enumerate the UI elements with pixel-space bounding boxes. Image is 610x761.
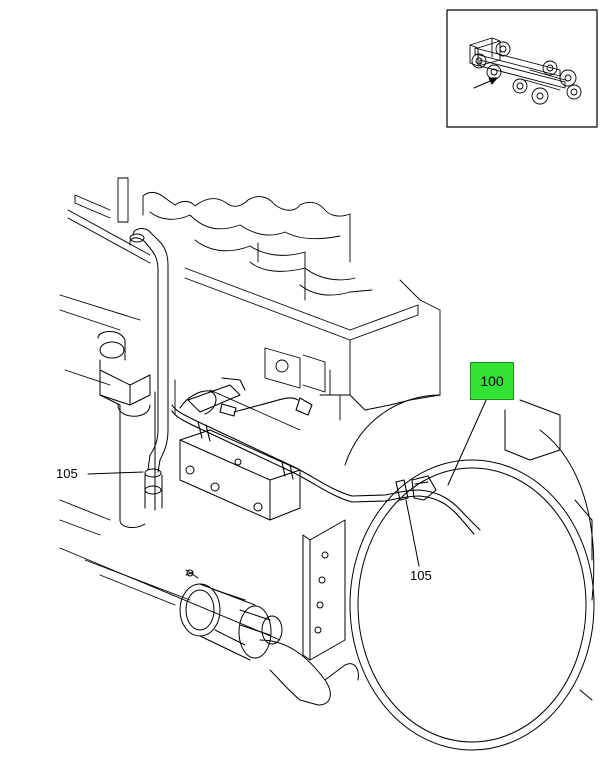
starter-motor bbox=[179, 569, 359, 706]
leader-105-left bbox=[87, 471, 144, 475]
engine-block bbox=[59, 177, 441, 641]
arrow-icon bbox=[473, 77, 498, 89]
coolant-pipe-assembly bbox=[97, 227, 169, 528]
leader-100 bbox=[447, 397, 488, 486]
locator-inset bbox=[446, 9, 598, 128]
wiring-harness bbox=[171, 377, 481, 535]
leader-105-lower bbox=[405, 499, 420, 567]
flywheel-housing bbox=[302, 394, 595, 751]
callout-105-left[interactable]: 105 bbox=[56, 466, 78, 481]
chassis-locator-icon bbox=[469, 37, 582, 105]
leader-lines bbox=[87, 397, 488, 567]
ecm-module bbox=[179, 384, 301, 521]
callout-100[interactable]: 100 bbox=[470, 362, 514, 400]
callout-105-lower[interactable]: 105 bbox=[410, 568, 432, 583]
